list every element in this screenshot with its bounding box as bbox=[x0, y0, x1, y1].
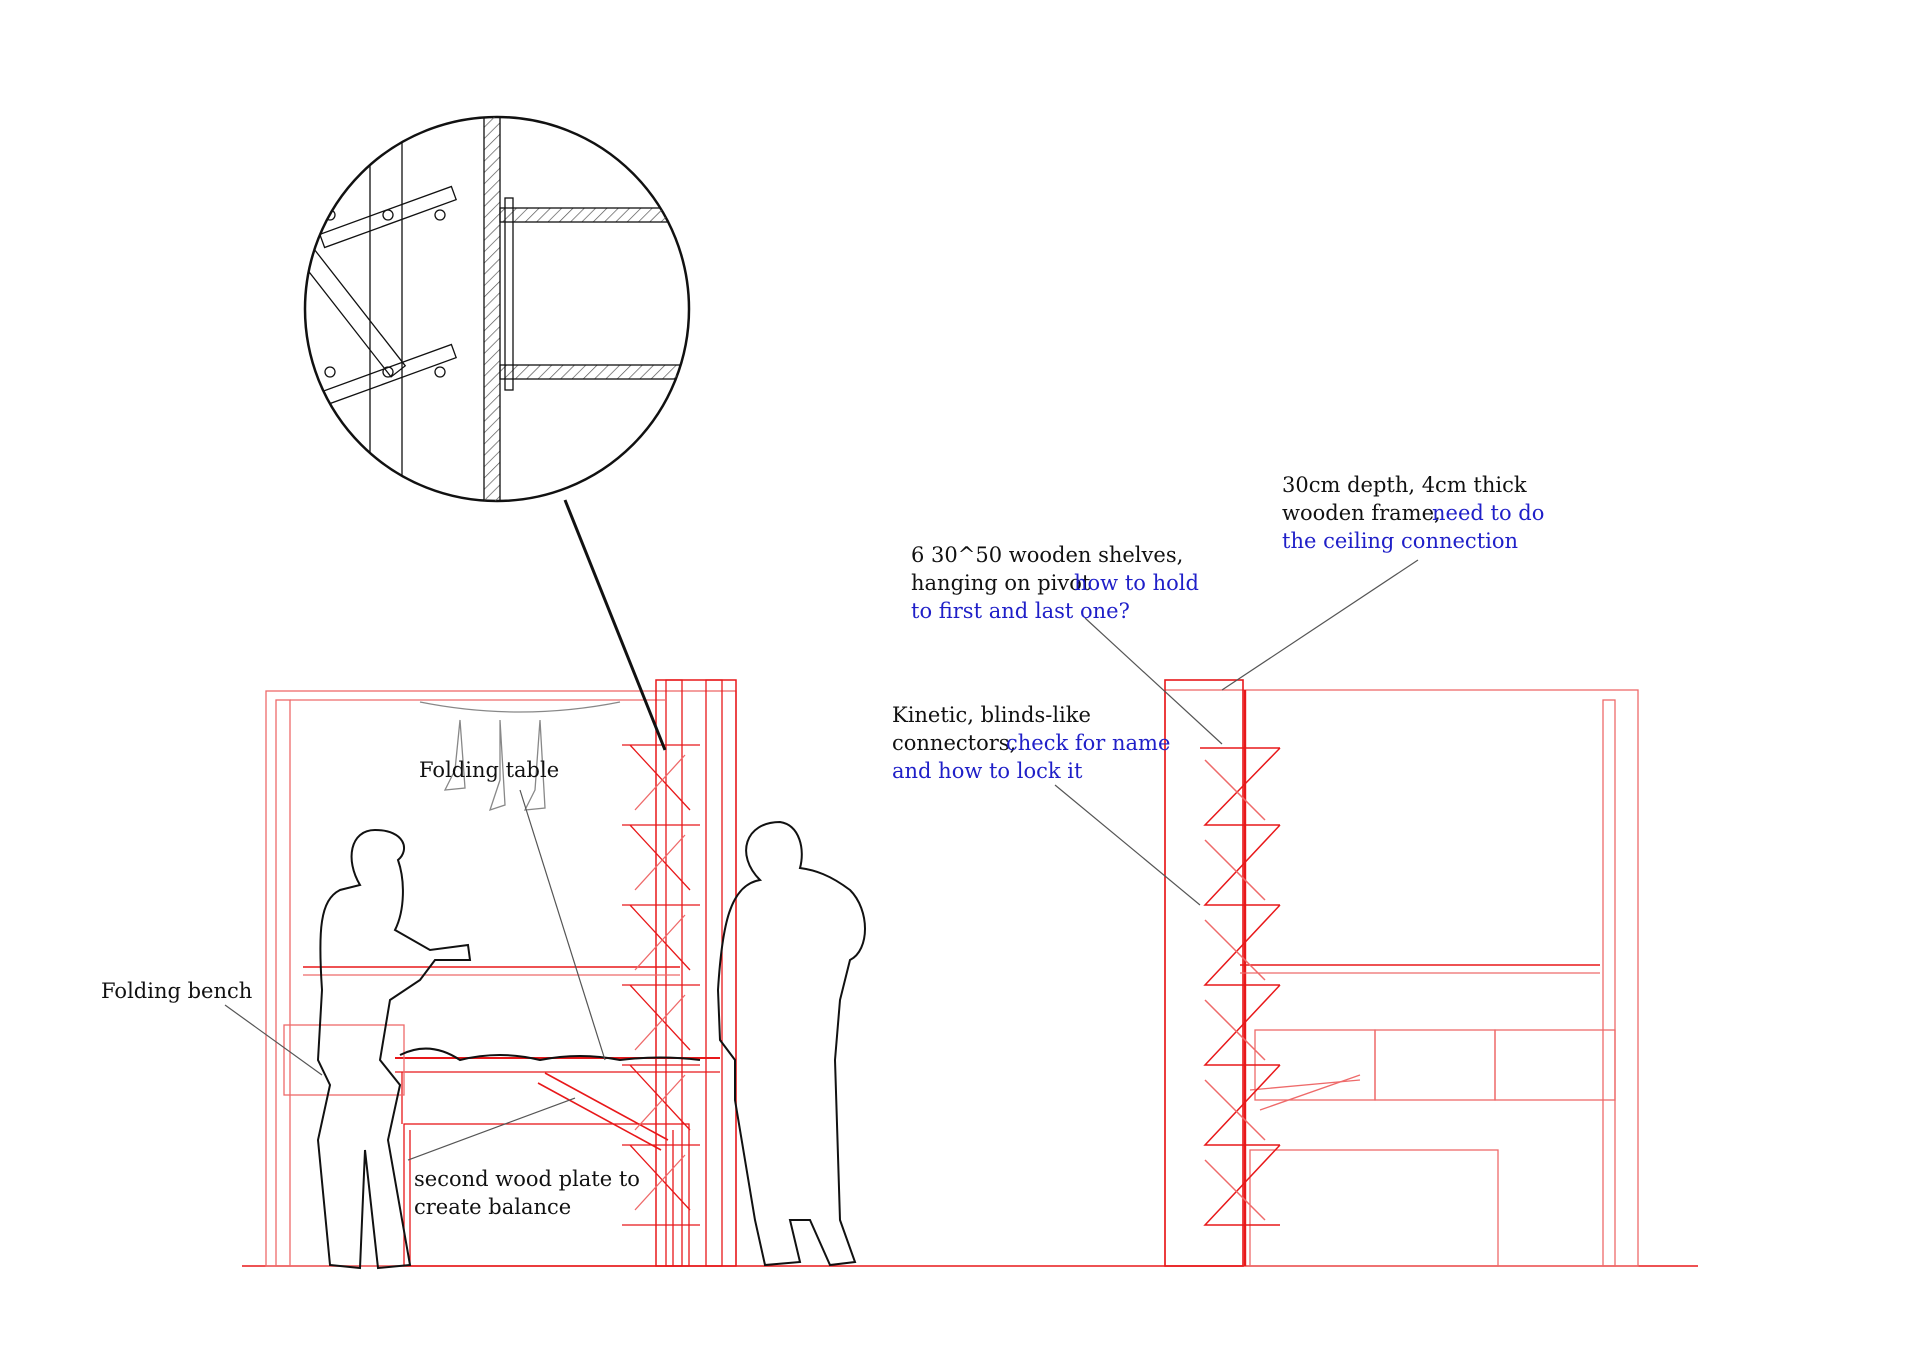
left-shelves bbox=[622, 744, 700, 1226]
people bbox=[316, 820, 866, 1270]
connectors-note-line1: Kinetic, blinds-like bbox=[892, 703, 1091, 727]
shelves-question-line2: how to hold bbox=[1074, 571, 1199, 595]
right-wall-column bbox=[1164, 679, 1244, 1267]
left-bench bbox=[283, 1024, 405, 1096]
detail-magnifier-icon bbox=[303, 115, 691, 751]
second-plate-label-line2: create balance bbox=[414, 1195, 571, 1219]
balance-plate bbox=[544, 1072, 669, 1141]
person-right-icon bbox=[716, 820, 866, 1267]
frame-note-line2: wooden frame, bbox=[1282, 501, 1441, 525]
folding-bench-label: Folding bench bbox=[101, 979, 252, 1003]
right-frame-outer bbox=[1164, 689, 1639, 1267]
shelves-note-line2: hanging on pivot bbox=[911, 571, 1091, 595]
annotation-frame: 30cm depth, 4cm thick wooden frame, need… bbox=[1282, 473, 1544, 553]
connectors-question-line2: check for name bbox=[1006, 731, 1170, 755]
annotation-connectors: Kinetic, blinds-like connectors, check f… bbox=[892, 703, 1170, 783]
right-elevation bbox=[1164, 679, 1639, 1267]
shelves-question-line3: to first and last one? bbox=[911, 599, 1130, 623]
detail-leader bbox=[563, 499, 667, 751]
shelves-note-line1: 6 30^50 wooden shelves, bbox=[911, 543, 1183, 567]
person-left-icon bbox=[316, 828, 472, 1270]
left-elevation bbox=[242, 679, 1698, 1267]
frame-question-line2: need to do bbox=[1432, 501, 1544, 525]
hanging-lamp-icon bbox=[419, 701, 621, 713]
right-shelves bbox=[1200, 747, 1281, 1226]
second-plate-label-line1: second wood plate to bbox=[414, 1167, 640, 1191]
annotation-shelves: 6 30^50 wooden shelves, hanging on pivot… bbox=[911, 543, 1199, 623]
connectors-question-line3: and how to lock it bbox=[892, 759, 1083, 783]
leader-lines bbox=[224, 559, 1419, 1161]
frame-question-line3: the ceiling connection bbox=[1282, 529, 1518, 553]
frame-note-line1: 30cm depth, 4cm thick bbox=[1282, 473, 1527, 497]
left-wall-column bbox=[655, 679, 737, 1267]
folding-table-label: Folding table bbox=[419, 758, 559, 782]
connectors-note-line2: connectors, bbox=[892, 731, 1016, 755]
